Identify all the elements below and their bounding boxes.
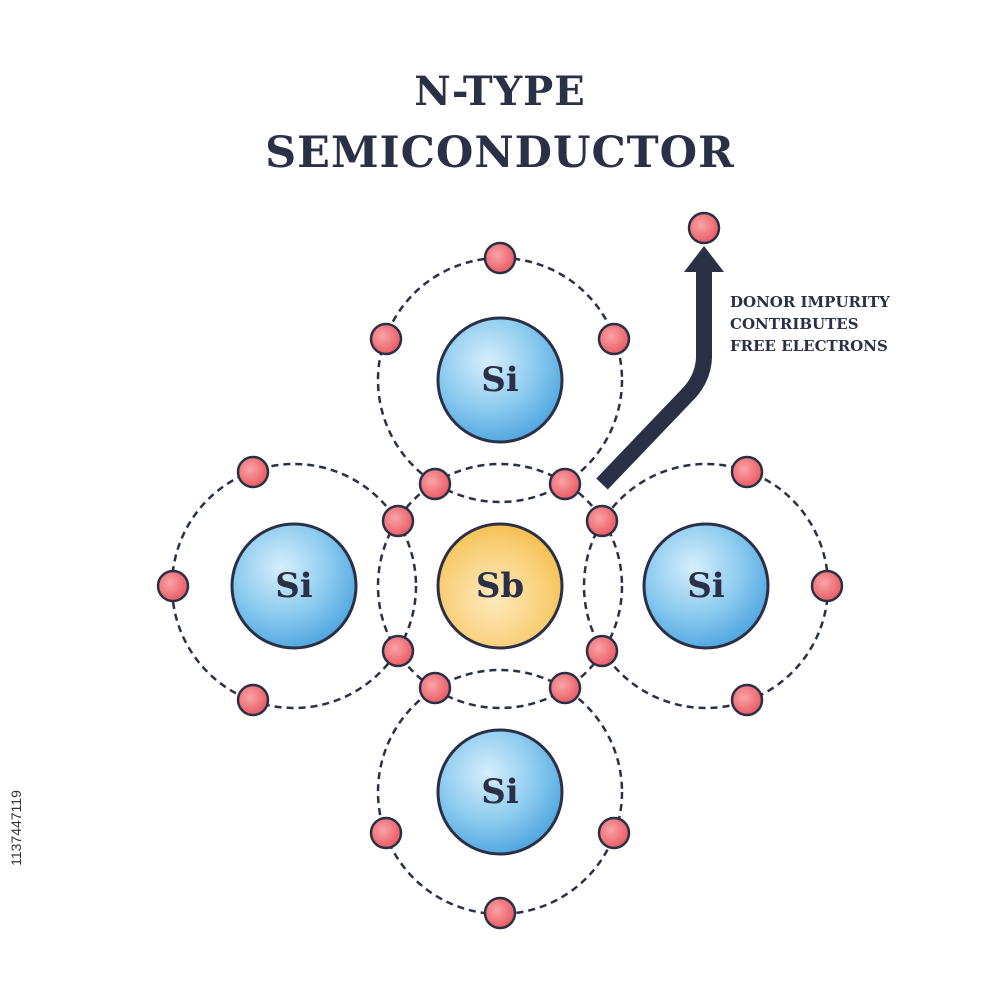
orbit-center: [376, 462, 624, 710]
atom-center-nucleus: [436, 522, 564, 650]
atom-top-nucleus: [436, 316, 564, 444]
atom-bottom-label: Si: [481, 772, 519, 812]
arrow-head-icon: [684, 246, 724, 272]
electron: [418, 467, 452, 501]
atom-bottom-nucleus: [436, 728, 564, 856]
electron: [483, 896, 517, 930]
electron: [381, 504, 415, 538]
orbit-bottom: [376, 668, 624, 916]
donor-annotation: DONOR IMPURITY CONTRIBUTES FREE ELECTRON…: [730, 291, 970, 357]
electron: [548, 467, 582, 501]
orbit-left: [170, 462, 418, 710]
electron: [585, 504, 619, 538]
electron: [548, 671, 582, 705]
free-electron-arrow: [596, 268, 712, 490]
electron: [730, 683, 764, 717]
free-electron: [687, 211, 721, 245]
annotation-line-1: DONOR IMPURITY: [730, 293, 890, 311]
electron: [381, 634, 415, 668]
atom-left-nucleus: [230, 522, 358, 650]
title-line-1: N-TYPE: [414, 68, 586, 115]
electron: [156, 569, 190, 603]
atom-right-nucleus: [642, 522, 770, 650]
electron: [369, 322, 403, 356]
annotation-line-2: CONTRIBUTES: [730, 315, 859, 333]
electron: [597, 816, 631, 850]
electron: [730, 455, 764, 489]
electron: [369, 816, 403, 850]
atom-top-label: Si: [481, 360, 519, 400]
electron: [483, 241, 517, 275]
electron: [236, 455, 270, 489]
atom-center-label: Sb: [476, 566, 524, 606]
electron: [236, 683, 270, 717]
electron: [585, 634, 619, 668]
atom-right-label: Si: [687, 566, 725, 606]
title-line-2: SEMICONDUCTOR: [265, 128, 735, 178]
atom-left-label: Si: [275, 566, 313, 606]
annotation-line-3: FREE ELECTRONS: [730, 337, 888, 355]
electron: [418, 671, 452, 705]
orbit-top: [376, 256, 624, 504]
electron: [810, 569, 844, 603]
electron: [597, 322, 631, 356]
